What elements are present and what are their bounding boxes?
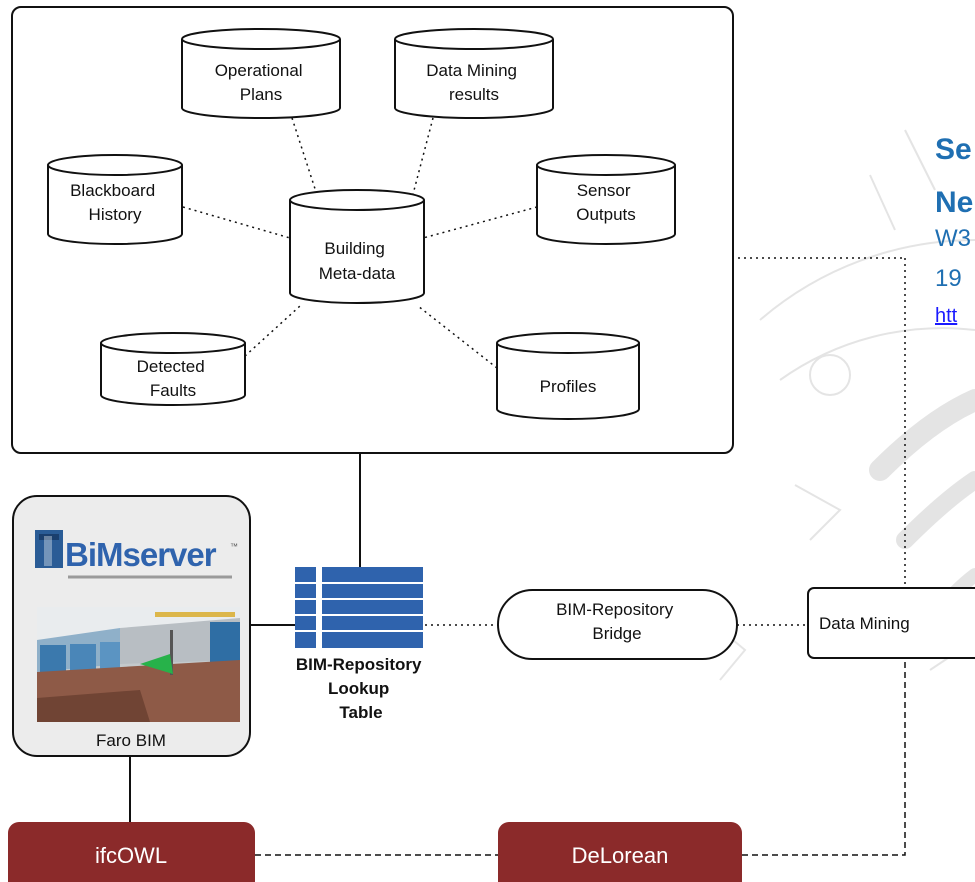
building-metadata-panel <box>11 6 734 454</box>
db-operational-plans: Operational Plans <box>181 28 341 119</box>
db-sensor-outputs: Sensor Outputs <box>536 154 676 245</box>
db-label-line: results <box>449 85 499 104</box>
delorean-label: DeLorean <box>572 843 669 868</box>
link-operational-plans <box>291 117 319 199</box>
svg-text:Operational Plans: Operational Plans <box>215 61 308 104</box>
bimserver-logo-text: BiMserver <box>65 536 217 573</box>
link-detected-faults <box>244 305 301 357</box>
cylinder-top <box>289 189 425 211</box>
cylinder-body <box>47 165 183 245</box>
db-label-line: Blackboard <box>70 181 155 200</box>
cylinder-body <box>394 39 554 119</box>
data-mining-box: Data Mining <box>807 587 975 659</box>
cylinder-top <box>394 28 554 50</box>
svg-text:Sensor Outputs: Sensor Outputs <box>576 181 636 224</box>
lookup-label-line: BIM-Repository <box>296 655 422 674</box>
cylinder-body <box>536 165 676 245</box>
bimserver-card: BiMserver ™ Faro BIM <box>12 495 251 757</box>
db-detected-faults: Detected Faults <box>100 332 246 406</box>
solid-connectors <box>129 454 361 822</box>
svg-text:Detected Faults: Detected Faults <box>137 357 210 400</box>
lookup-table-label: BIM-Repository Lookup Table <box>296 655 426 722</box>
dotted-connectors <box>182 117 906 626</box>
db-label-line: Meta-data <box>319 264 396 283</box>
cylinder-top <box>47 154 183 176</box>
db-data-mining-results: Data Mining results <box>394 28 554 119</box>
db-label-line: Outputs <box>576 205 636 224</box>
link-blackboard-history <box>182 206 291 239</box>
cylinder-body <box>181 39 341 119</box>
cylinder-top <box>536 154 676 176</box>
lookup-label-line: Table <box>339 703 382 722</box>
dashed-connectors <box>255 658 906 856</box>
cylinder-top <box>181 28 341 50</box>
delorean-tag: DeLorean <box>498 822 742 882</box>
db-label-line: Building <box>324 239 385 258</box>
bimserver-logo: BiMserver ™ <box>35 530 238 579</box>
db-label-line: Profiles <box>540 377 597 396</box>
bimserver-logo-tm: ™ <box>230 542 238 551</box>
bim-repository-bridge: BIM-Repository Bridge <box>497 589 738 660</box>
svg-text:Blackboard History: Blackboard History <box>70 181 160 224</box>
bim-render-image <box>37 607 240 722</box>
db-label-line: Faults <box>150 381 196 400</box>
cylinder-top <box>496 332 640 354</box>
db-profiles: Profiles <box>496 332 640 420</box>
db-label-line: Data Mining <box>426 61 517 80</box>
db-label-line: Operational <box>215 61 303 80</box>
db-blackboard-history: Blackboard History <box>47 154 183 245</box>
cylinder-top <box>100 332 246 354</box>
data-mining-label: Data Mining <box>819 614 910 633</box>
cylinder-body <box>289 200 425 304</box>
db-building-metadata: Building Meta-data <box>289 189 425 304</box>
ifcowl-label: ifcOWL <box>95 843 167 868</box>
bimserver-caption: Faro BIM <box>96 731 166 750</box>
bridge-label-line: BIM-Repository <box>556 600 674 619</box>
cylinder-body <box>100 343 246 406</box>
side-panel-link[interactable]: htt <box>935 305 958 327</box>
lookup-label-line: Lookup <box>328 679 389 698</box>
side-panel-title-line-1: Se <box>935 133 972 166</box>
bridge-label-line: Bridge <box>592 624 641 643</box>
db-label-line: Plans <box>240 85 283 104</box>
link-delorean-datamining <box>742 658 906 856</box>
camera-view-icon <box>140 654 173 674</box>
link-sensor-outputs <box>422 206 538 239</box>
db-label-line: History <box>89 205 142 224</box>
svg-text:Building Meta-data: Building Meta-data <box>319 239 396 283</box>
svg-text:Data Mining results: Data Mining results <box>426 61 521 104</box>
db-label-line: Detected <box>137 357 205 376</box>
side-panel-text-line-2: 19 <box>935 265 962 292</box>
link-profiles <box>417 305 498 369</box>
ifcowl-tag: ifcOWL <box>8 822 255 882</box>
link-data-mining-results <box>411 117 434 199</box>
db-label-line: Sensor <box>577 181 631 200</box>
cylinder-body <box>496 343 640 420</box>
lookup-table-icon <box>295 567 423 648</box>
side-panel-text-line-1: W3 <box>935 225 971 252</box>
svg-text:Profiles: Profiles <box>540 377 597 396</box>
side-panel-title-line-2: Ne <box>935 186 974 219</box>
svg-text:BIM-Repository Bridge: BIM-Repository Bridge <box>556 600 678 643</box>
